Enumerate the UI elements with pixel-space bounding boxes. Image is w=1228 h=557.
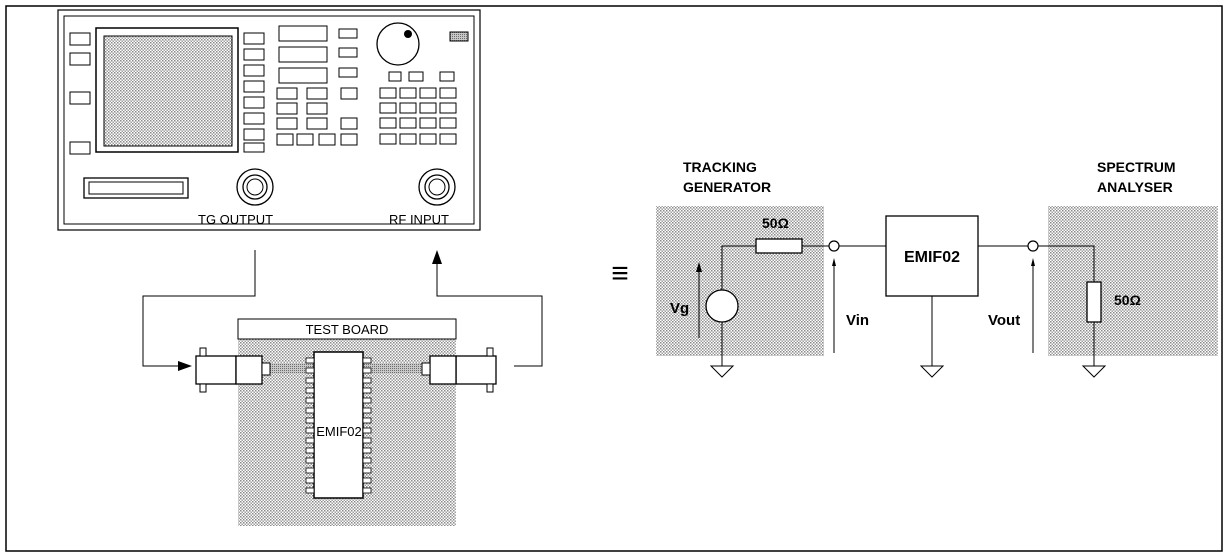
emif02-chip: EMIF02 (305, 351, 372, 499)
chip-pin (305, 417, 315, 424)
ground-symbol-device (919, 365, 945, 378)
chip-pin (362, 467, 372, 474)
source-resistor (755, 238, 803, 254)
rf-input-label: RF INPUT (389, 212, 449, 227)
chip-pin (305, 457, 315, 464)
test-board-label: TEST BOARD (306, 322, 389, 337)
spectrum-analyser-instrument: TG OUTPUT RF INPUT (57, 9, 481, 231)
ground-symbol-load (1081, 365, 1107, 378)
chip-pin (305, 407, 315, 414)
chip-pin (305, 437, 315, 444)
rf-input-connector (418, 168, 456, 206)
chip-pin (305, 477, 315, 484)
source-label: Vg (670, 300, 689, 317)
ground-symbol-source (709, 365, 735, 378)
measurement-cables (142, 250, 543, 371)
tg-output-label: TG OUTPUT (198, 212, 273, 227)
emif02-block (885, 215, 979, 297)
chip-pin (362, 477, 372, 484)
vin-label: Vin (846, 312, 869, 329)
tg-output-connector (236, 168, 274, 206)
analyser-screen (95, 27, 239, 153)
chip-pin (362, 397, 372, 404)
chip-pin (305, 487, 315, 494)
chip-pin (362, 367, 372, 374)
tracking-generator-title-line1: TRACKING (683, 159, 757, 175)
board-sma-right (421, 347, 497, 393)
input-node (828, 240, 840, 252)
chip-pin (362, 447, 372, 454)
softkey-column (243, 32, 265, 153)
chip-pin (362, 437, 372, 444)
chip-pin (305, 467, 315, 474)
tuning-knob (376, 22, 469, 66)
chip-pin (362, 357, 372, 364)
equivalent-schematic: TRACKING GENERATOR SPECTRUM ANALYSER (656, 159, 1218, 378)
chip-pin (305, 397, 315, 404)
chip-pin (305, 377, 315, 384)
source-resistor-value: 50Ω (762, 215, 789, 231)
load-resistor-value: 50Ω (1114, 292, 1141, 308)
chip-pin (305, 447, 315, 454)
output-node (1027, 240, 1039, 252)
chip-pin (362, 427, 372, 434)
chip-pin (362, 417, 372, 424)
voltage-source-symbol (705, 289, 739, 323)
tracking-generator-area (656, 206, 824, 356)
figure-frame (5, 5, 1223, 552)
tracking-generator-title-line2: GENERATOR (683, 179, 771, 195)
spectrum-analyser-area (1048, 206, 1218, 356)
chip-pin (305, 427, 315, 434)
load-resistor (1086, 281, 1102, 323)
numeric-keypad (379, 87, 457, 145)
spectrum-analyser-title-line1: SPECTRUM (1097, 159, 1176, 175)
chip-pin (362, 487, 372, 494)
vout-label: Vout (988, 312, 1020, 329)
board-sma-left (195, 347, 271, 393)
chip-pin (305, 387, 315, 394)
chip-pin (362, 457, 372, 464)
chip-pin (362, 387, 372, 394)
chip-pin (305, 367, 315, 374)
chip-label: EMIF02 (316, 424, 362, 439)
test-board: TEST BOARD EMIF02 (195, 318, 497, 526)
chip-pin (305, 357, 315, 364)
device-label: EMIF02 (904, 249, 960, 266)
equivalence-symbol: ≡ (611, 257, 629, 290)
chip-pin (362, 407, 372, 414)
spectrum-analyser-title-line2: ANALYSER (1097, 179, 1173, 195)
chip-pin (362, 377, 372, 384)
